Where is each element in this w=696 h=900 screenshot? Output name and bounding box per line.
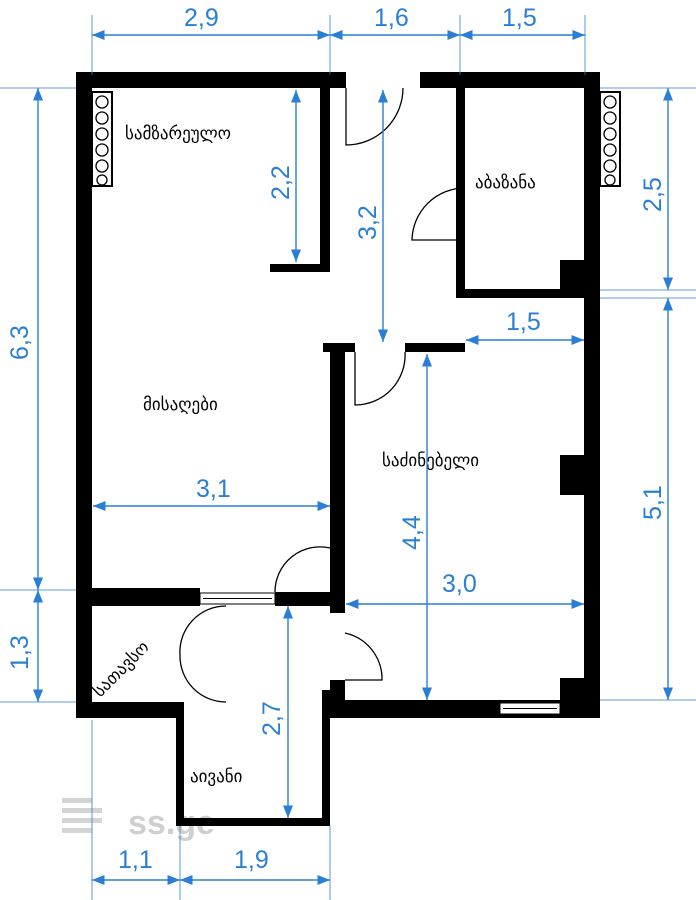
doors: [179, 87, 466, 703]
room-label-bathroom: აბაზანა: [475, 173, 536, 193]
dim-label-bedroom-height: 4,4: [398, 515, 426, 550]
dim-label-bedroom-depth: 5,1: [639, 485, 667, 520]
dim-label-top-left: 2,9: [184, 4, 219, 32]
dimension-lines: [32, 29, 674, 886]
dim-label-bottom-right: 1,9: [234, 846, 269, 874]
window-storage: [199, 592, 276, 605]
dim-label-kitchen-depth: 2,2: [267, 165, 295, 200]
room-label-living: მისაღები: [143, 395, 218, 415]
dim-label-living-width: 3,1: [196, 475, 231, 503]
room-label-balcony: აივანი: [190, 767, 242, 787]
window-bedroom: [499, 702, 561, 715]
vent-bathroom: [599, 91, 621, 187]
dim-label-balcony-depth: 2,7: [258, 701, 286, 736]
dim-label-top-mid: 1,6: [374, 4, 409, 32]
dim-label-top-right: 1,5: [502, 4, 537, 32]
room-label-storage: სათავსო: [89, 637, 153, 701]
dim-label-bath-depth: 2,5: [639, 177, 667, 212]
dim-label-hall-depth: 3,2: [354, 205, 382, 240]
dim-label-left-total: 6,3: [6, 325, 34, 360]
dim-label-bath-width: 1,5: [506, 308, 541, 336]
dim-label-bedroom-width: 3,0: [442, 570, 477, 598]
dim-label-left-storage: 1,3: [6, 635, 34, 670]
room-label-bedroom: საძინებელი: [382, 451, 479, 471]
dim-label-bottom-left: 1,1: [118, 846, 153, 874]
vent-kitchen: [91, 91, 113, 187]
room-label-kitchen: სამზარეულო: [125, 124, 231, 144]
extension-lines: [0, 15, 696, 900]
